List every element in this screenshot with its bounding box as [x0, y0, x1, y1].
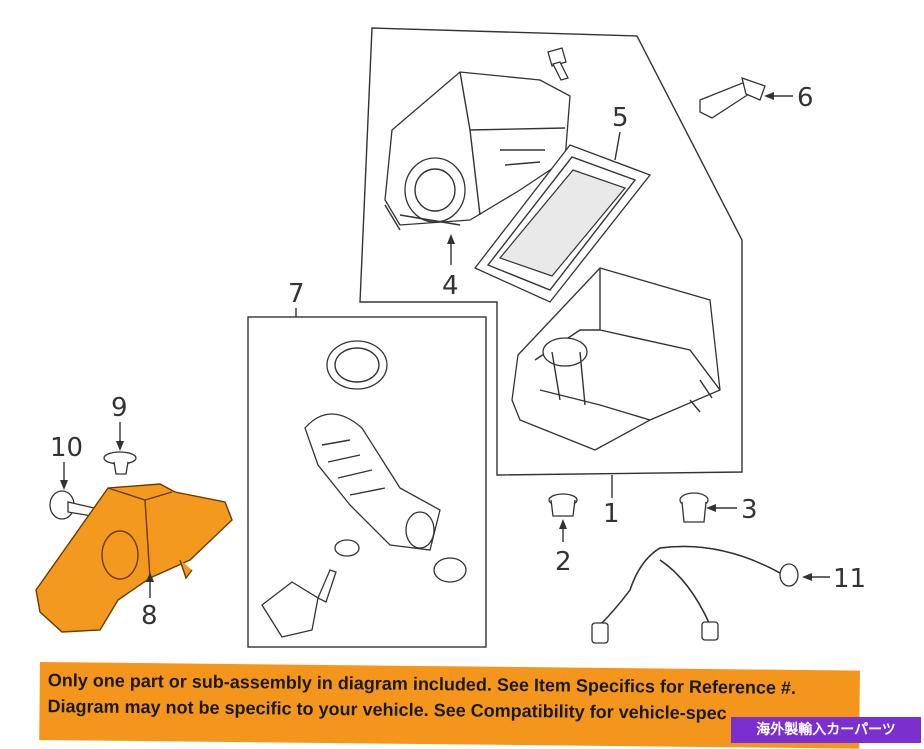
callout-3: 3 — [741, 495, 758, 525]
air-intake-duct — [261, 340, 467, 638]
leader-lines — [60, 92, 830, 598]
disclaimer-line-2: Diagram may not be specific to your vehi… — [47, 696, 727, 724]
grommet-2 — [548, 493, 578, 517]
air-deflector-highlighted-part — [35, 483, 233, 633]
callout-7: 7 — [288, 279, 305, 309]
callout-9: 9 — [111, 393, 128, 423]
duct-assembly-box — [247, 316, 487, 648]
callout-1: 1 — [603, 499, 620, 529]
callout-11: 11 — [833, 564, 866, 594]
air-filter-element — [473, 144, 652, 303]
callout-2: 2 — [555, 547, 572, 577]
push-clip — [103, 451, 137, 475]
grommet-3 — [679, 492, 709, 523]
bolt — [49, 490, 95, 520]
shop-badge: 海外製輸入カーパーツ — [731, 717, 921, 743]
mass-airflow-sensor — [699, 76, 766, 119]
callout-8: 8 — [141, 601, 158, 631]
callout-5: 5 — [612, 103, 629, 133]
callout-10: 10 — [50, 433, 83, 463]
disclaimer-line-1: Only one part or sub-assembly in diagram… — [47, 670, 797, 698]
callout-4: 4 — [442, 271, 459, 301]
vent-hose — [591, 545, 799, 644]
callout-6: 6 — [797, 83, 814, 113]
air-cleaner-cover — [384, 71, 571, 231]
air-cleaner-lower-housing — [511, 267, 721, 451]
air-cleaner-assembly-box — [359, 27, 743, 476]
cover-screw — [547, 47, 569, 81]
